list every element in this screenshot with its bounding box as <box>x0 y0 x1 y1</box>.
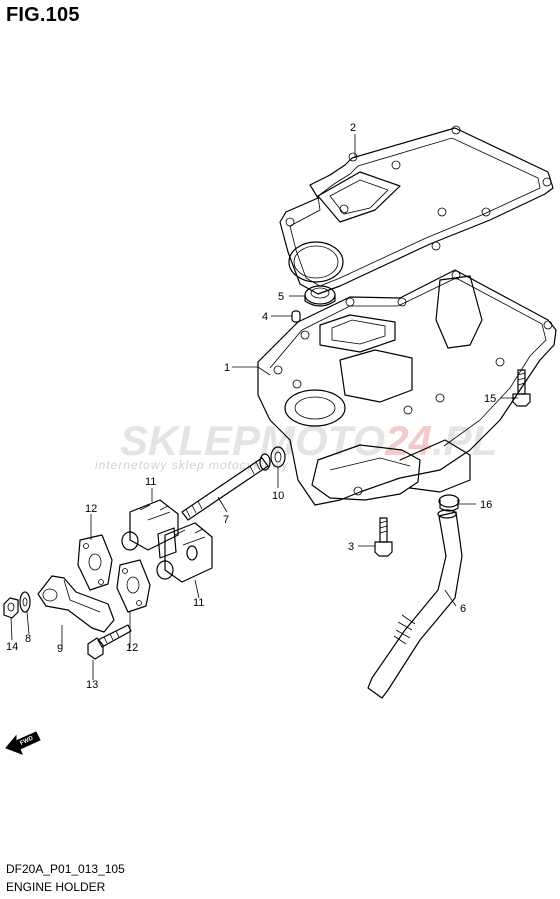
leader-lines <box>10 134 518 680</box>
fwd-label: FWD <box>19 735 35 746</box>
watermark: SKLEPMOTO24.PL internetowy sklep motocyk… <box>95 417 497 472</box>
callout-11-lower: 11 <box>193 597 204 609</box>
callout-13: 13 <box>86 679 98 691</box>
mount-11-upper-part <box>121 499 179 559</box>
drawing-code: DF20A_P01_013_105 <box>6 862 125 876</box>
stud-bolt-part <box>181 453 271 521</box>
watermark-tagline: internetowy sklep motocyklowy <box>95 458 289 472</box>
watermark-brand: SKLEPMOTO24.PL <box>120 417 497 464</box>
callout-11-upper: 11 <box>145 476 156 488</box>
washer-10-part <box>270 446 286 468</box>
figure-title: FIG.105 <box>6 4 80 26</box>
bolt-3-part <box>374 517 393 557</box>
bracket-9-part <box>37 575 115 633</box>
callout-6: 6 <box>460 603 466 615</box>
mount-11-lower-part <box>156 522 213 583</box>
callout-12-lower: 12 <box>126 642 138 654</box>
hose-part <box>367 509 463 699</box>
nut-14-part <box>3 597 19 619</box>
callout-14: 14 <box>6 641 18 653</box>
callout-4: 4 <box>262 311 268 323</box>
callout-9: 9 <box>57 643 63 655</box>
callout-12-upper: 12 <box>85 503 97 515</box>
callout-16: 16 <box>480 499 492 511</box>
callout-8: 8 <box>25 633 31 645</box>
clip-16-part <box>438 494 460 512</box>
bolt-13-part <box>87 624 132 660</box>
callout-10: 10 <box>272 490 284 502</box>
oil-seal-part <box>304 285 336 307</box>
callout-7: 7 <box>223 514 229 526</box>
callout-15: 15 <box>484 393 496 405</box>
callout-2: 2 <box>350 122 356 134</box>
fwd-arrow-icon: FWD <box>5 731 41 755</box>
dowel-pin-part <box>291 310 301 323</box>
engine-holder-part <box>257 269 557 506</box>
plate-12-upper-part <box>77 534 113 591</box>
callout-3: 3 <box>348 541 354 553</box>
callout-1: 1 <box>224 362 230 374</box>
gasket-part <box>279 125 554 295</box>
plate-12-lower-part <box>116 559 151 613</box>
bolt-15-part <box>512 369 531 407</box>
washer-8-part <box>19 591 31 613</box>
figure-caption: ENGINE HOLDER <box>6 880 106 894</box>
callout-5: 5 <box>278 291 284 303</box>
